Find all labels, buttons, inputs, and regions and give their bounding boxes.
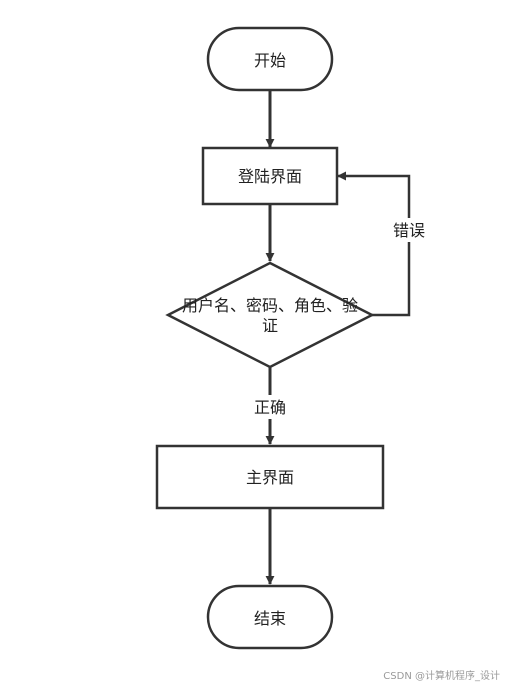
- login-node-shape: [201, 146, 339, 206]
- start-node: 开始: [206, 26, 334, 92]
- watermark: CSDN @计算机程序_设计: [383, 671, 500, 682]
- login-node-label: 登陆界面: [238, 167, 302, 186]
- error-label-bg: [390, 218, 428, 242]
- main-node-shape: [155, 444, 385, 510]
- edge-error-loop: [337, 171, 411, 317]
- verify-decision-shape: [165, 261, 375, 369]
- end-node-shape: [206, 584, 334, 650]
- main-node-label: 主界面: [246, 468, 294, 487]
- verify-decision-label-line1: 用户名、密码、角色、验: [182, 296, 358, 315]
- verify-decision-label-line2: 证: [262, 316, 278, 335]
- main-node: 主界面: [155, 444, 385, 510]
- correct-label-bg: [251, 395, 289, 419]
- verify-decision-node: 用户名、密码、角色、验 证: [165, 261, 375, 369]
- end-node: 结束: [206, 584, 334, 650]
- start-node-label: 开始: [254, 51, 286, 70]
- end-node-label: 结束: [254, 609, 286, 628]
- login-node: 登陆界面: [201, 146, 339, 206]
- edge-correct-label: 正确: [254, 398, 286, 417]
- edge-error-label: 错误: [393, 221, 425, 240]
